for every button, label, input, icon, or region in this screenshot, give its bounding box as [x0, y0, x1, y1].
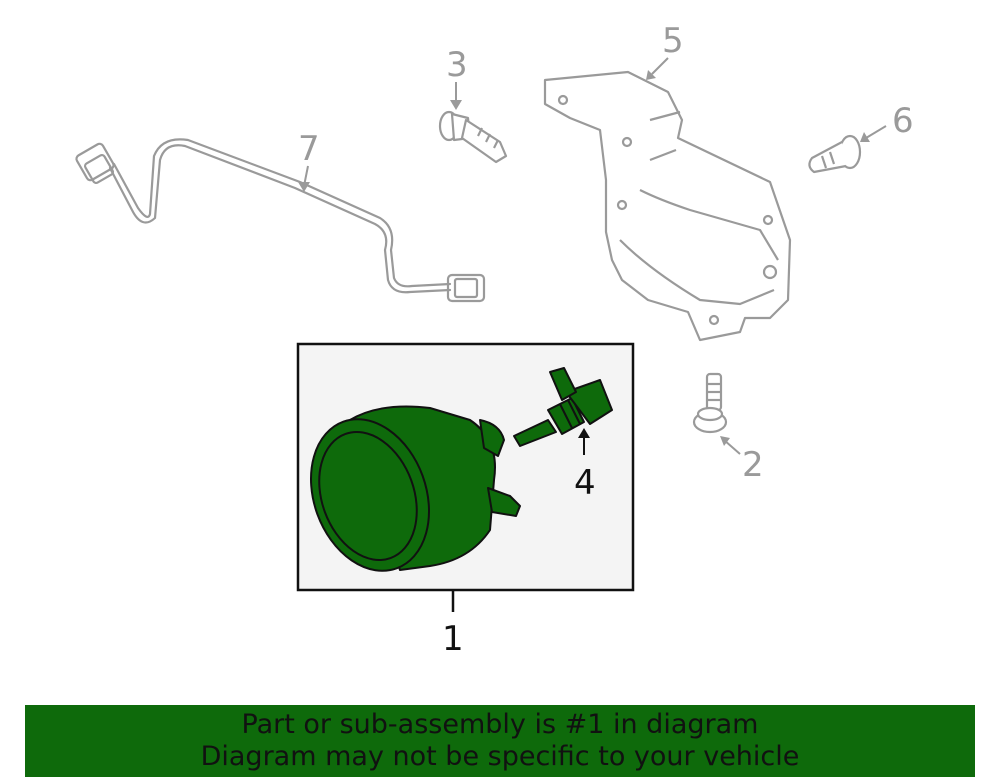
bracket-part[interactable] [543, 70, 792, 342]
callout-2-arrowhead [720, 436, 730, 446]
callout-1: 1 [442, 619, 464, 659]
bulb-part[interactable] [513, 367, 613, 447]
fog-lamp-assembly-part[interactable] [291, 403, 521, 588]
callout-4-arrowhead [578, 428, 590, 438]
callout-2: 2 [742, 445, 764, 485]
banner-line-1: Part or sub-assembly is #1 in diagram [241, 709, 759, 740]
bolt-part-2[interactable] [692, 372, 728, 434]
callout-3-arrowhead [450, 100, 462, 110]
info-banner: Part or sub-assembly is #1 in diagram Di… [25, 705, 975, 777]
banner-line-2: Diagram may not be specific to your vehi… [200, 741, 800, 772]
callout-5: 5 [662, 21, 684, 61]
callout-3: 3 [446, 45, 468, 85]
bolt-part-3[interactable] [438, 110, 508, 164]
callout-6: 6 [892, 101, 914, 141]
callout-6-leader [865, 125, 887, 139]
wiring-harness-part[interactable] [75, 138, 486, 303]
callout-5-leader [651, 57, 669, 75]
callout-4: 4 [574, 463, 596, 503]
callout-7: 7 [298, 129, 320, 169]
callout-5-arrowhead [646, 70, 656, 80]
push-pin-part[interactable] [808, 134, 862, 174]
callout-6-arrowhead [860, 132, 870, 142]
callout-7-arrowhead [298, 182, 310, 192]
